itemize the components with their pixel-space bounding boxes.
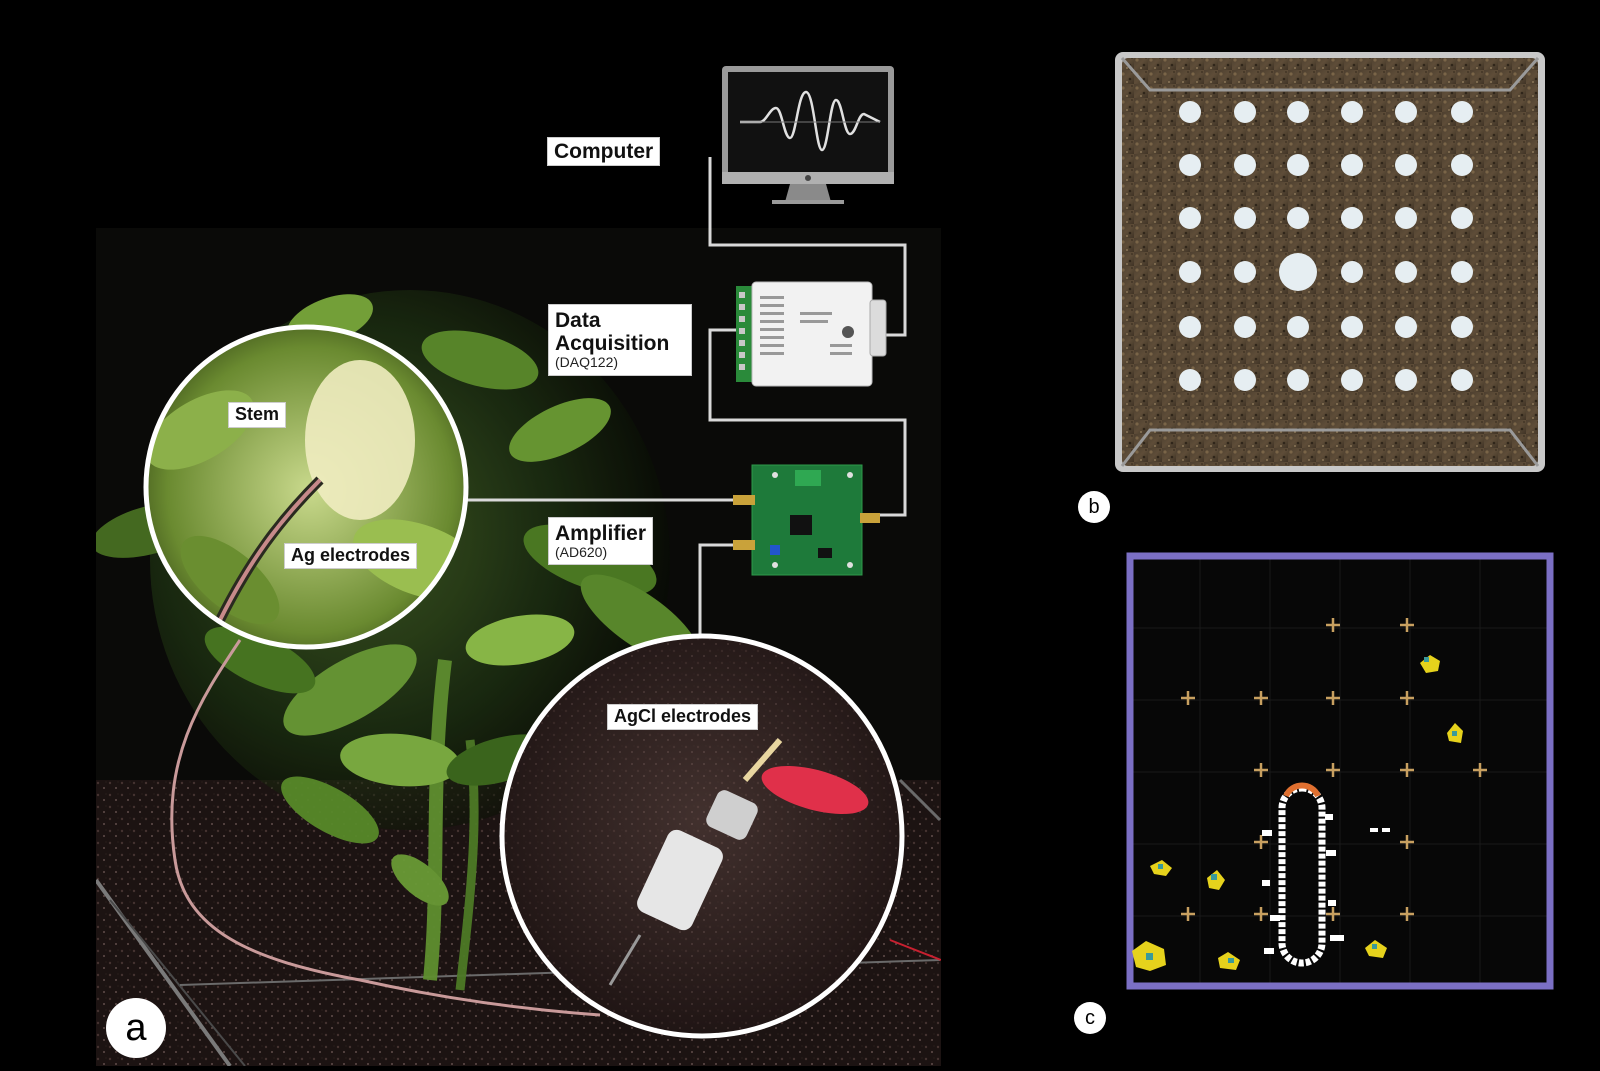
electrode-marker (1254, 763, 1268, 777)
electrode-marker (1326, 763, 1340, 777)
monitor-icon (722, 66, 894, 204)
sensor-hole (1451, 316, 1473, 338)
sensor-hole (1451, 207, 1473, 229)
label-amplifier-name: Amplifier (555, 522, 647, 545)
electrode-marker (1326, 907, 1340, 921)
sensor-hole (1287, 101, 1309, 123)
electrode-marker (1400, 835, 1414, 849)
electrode-marker (1181, 691, 1195, 705)
sensor-hole (1451, 101, 1473, 123)
sensor-hole (1279, 253, 1317, 291)
sensor-hole (1341, 316, 1363, 338)
sensor-hole (1179, 207, 1201, 229)
panel-a (96, 66, 941, 1066)
daq-device (736, 281, 887, 387)
sensor-hole (1395, 101, 1417, 123)
electrode-marker (1473, 763, 1487, 777)
panel-a-id: a (106, 998, 166, 1058)
label-ag-electrodes: Ag electrodes (284, 543, 418, 569)
sensor-hole (1234, 207, 1256, 229)
label-daq-line2: Acquisition (555, 332, 670, 356)
sensor-hole (1395, 154, 1417, 176)
panel-c (1126, 552, 1554, 990)
electrode-marker (1326, 691, 1340, 705)
label-daq: Data Acquisition (DAQ122) (548, 304, 692, 376)
sensor-hole (1395, 261, 1417, 283)
detection-blobs (1132, 655, 1463, 971)
sensor-hole (1341, 207, 1363, 229)
panel-b (1115, 52, 1545, 472)
sensor-hole (1179, 154, 1201, 176)
electrode-marker (1400, 907, 1414, 921)
electrode-marker (1400, 618, 1414, 632)
sensor-holes (1179, 101, 1473, 391)
label-daq-model: (DAQ122) (555, 354, 619, 371)
label-daq-line1: Data (555, 309, 601, 332)
sensor-hole (1341, 261, 1363, 283)
electrode-marker (1326, 618, 1340, 632)
electrode-markers (1181, 618, 1487, 921)
sensor-hole (1287, 154, 1309, 176)
sensor-hole (1395, 207, 1417, 229)
label-amplifier-model: (AD620) (555, 544, 608, 561)
label-stem: Stem (228, 402, 287, 428)
sensor-hole (1234, 154, 1256, 176)
electrode-marker (1400, 691, 1414, 705)
sensor-hole (1395, 369, 1417, 391)
sensor-hole (1341, 369, 1363, 391)
soil-zoom (499, 633, 905, 1039)
sensor-hole (1179, 369, 1201, 391)
electrode-cable (170, 639, 601, 1017)
sensor-hole (1287, 369, 1309, 391)
electrode-marker (1254, 907, 1268, 921)
sensor-hole (1287, 316, 1309, 338)
electrode-marker (1181, 907, 1195, 921)
sensor-hole (1395, 316, 1417, 338)
tray-frame (1126, 552, 1554, 990)
sensor-hole (1234, 316, 1256, 338)
sensor-hole (1451, 369, 1473, 391)
sensor-hole (1341, 154, 1363, 176)
amplifier-board (733, 464, 880, 576)
panel-c-id: c (1074, 1002, 1106, 1034)
sensor-hole (1179, 316, 1201, 338)
electrode-marker (1400, 763, 1414, 777)
electrode (608, 738, 869, 986)
sensor-hole (1234, 369, 1256, 391)
wiring (466, 157, 907, 650)
label-agcl-electrodes: AgCl electrodes (607, 704, 759, 730)
sensor-hole (1179, 261, 1201, 283)
label-amplifier: Amplifier (AD620) (548, 517, 654, 566)
electrode-marker (1254, 691, 1268, 705)
sensor-hole (1179, 101, 1201, 123)
sensor-hole (1287, 207, 1309, 229)
sensor-hole (1451, 261, 1473, 283)
sensor-hole (1234, 101, 1256, 123)
sensor-hole (1341, 101, 1363, 123)
root-trace (1262, 782, 1390, 967)
sensor-hole (1234, 261, 1256, 283)
stem-zoom (143, 324, 469, 650)
panel-b-id: b (1078, 491, 1110, 523)
label-computer: Computer (547, 137, 661, 167)
electrode-marker (1254, 835, 1268, 849)
waveform-icon (740, 90, 881, 152)
sensor-hole (1451, 154, 1473, 176)
